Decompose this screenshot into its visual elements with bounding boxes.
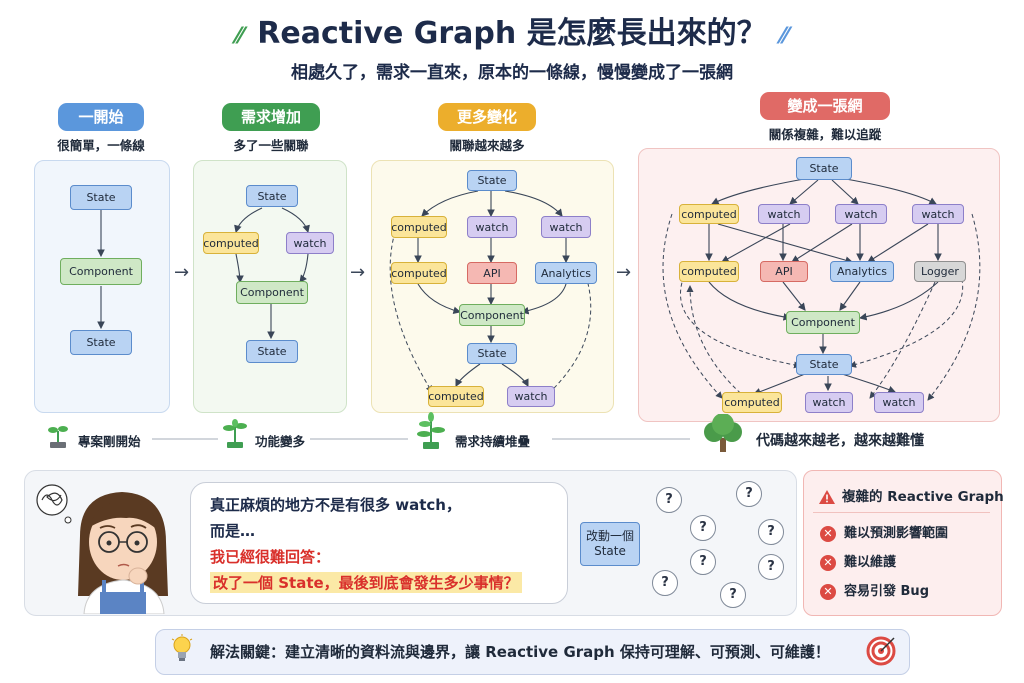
sprout-icon — [223, 419, 247, 448]
question-node: ? — [758, 554, 784, 580]
p4-analytics: Analytics — [830, 261, 894, 282]
p3-computed-1: computed — [391, 216, 447, 238]
question-node: ? — [652, 570, 678, 596]
p4-state-bottom: State — [796, 354, 852, 375]
question-node: ? — [690, 515, 716, 541]
p4-watch-3: watch — [912, 204, 964, 224]
arrow-right-icon: → — [616, 262, 632, 283]
stage-panel-3 — [371, 160, 614, 413]
p4-logger: Logger — [914, 261, 966, 282]
stage-pill-3: 更多變化 — [438, 103, 536, 131]
p3-component: Component — [459, 304, 525, 326]
p4-computed-1: computed — [679, 204, 739, 224]
p2-computed: computed — [203, 232, 259, 254]
timeline-label-4: 代碼越來越老，越來越難懂 — [756, 433, 924, 449]
question-node: ? — [656, 487, 682, 513]
p4-api: API — [760, 261, 808, 282]
stage-sub-3: 關聯越來越多 — [449, 138, 525, 153]
x-circle-icon: ✕ — [820, 525, 836, 542]
warning-icon — [819, 490, 835, 504]
p2-state-bottom: State — [246, 340, 298, 363]
side-panel — [803, 470, 1002, 616]
p3-analytics: Analytics — [535, 262, 597, 284]
arrow-right-icon: → — [174, 262, 190, 283]
p4-state: State — [796, 157, 852, 180]
stage-pill-4: 變成一張網 — [760, 92, 890, 120]
plant-icon — [417, 412, 445, 449]
x-circle-icon: ✕ — [820, 583, 836, 600]
stage-sub-2: 多了一些關聯 — [233, 138, 309, 153]
question-node: ? — [720, 582, 746, 608]
side-title: 複雜的 Reactive Graph — [818, 485, 1004, 505]
dash-right-icon: ⁄⁄ — [780, 24, 789, 49]
timeline-label-3: 需求持續堆疊 — [455, 434, 531, 449]
page-title: ⁄⁄Reactive Graph 是怎麼長出來的？⁄⁄ — [235, 16, 789, 51]
speech-line-3: 我已經很難回答： — [210, 548, 331, 566]
p3-computed-2: computed — [391, 262, 447, 284]
p4-watch-2: watch — [835, 204, 887, 224]
lightbulb-icon — [171, 634, 193, 661]
p4-watch-5: watch — [874, 392, 924, 413]
stage-pill-1: 一開始 — [58, 103, 144, 131]
arrow-right-icon: → — [350, 262, 366, 283]
speech-line-2: 而是… — [210, 522, 256, 540]
sprout-icon — [48, 426, 68, 448]
question-node: ? — [690, 549, 716, 575]
p3-computed-3: computed — [428, 386, 484, 407]
page-subtitle: 相處久了，需求一直來，原本的一條線，慢慢變成了一張網 — [291, 63, 733, 83]
target-icon — [866, 636, 896, 666]
p3-api: API — [467, 262, 517, 284]
side-item-1: ✕難以預測影響範圍 — [820, 522, 948, 542]
change-state-node: 改動一個 State — [580, 522, 640, 566]
p4-computed-3: computed — [722, 392, 782, 413]
side-item-3: ✕容易引發 Bug — [820, 580, 929, 600]
p1-state-top: State — [70, 185, 132, 210]
p1-component: Component — [60, 258, 142, 285]
p3-watch-1: watch — [467, 216, 517, 238]
timeline-label-2: 功能變多 — [255, 434, 306, 449]
p4-watch-4: watch — [805, 392, 853, 413]
p1-state-bottom: State — [70, 330, 132, 355]
dash-left-icon: ⁄⁄ — [235, 24, 244, 49]
stage-sub-4: 關係複雜，難以追蹤 — [768, 127, 882, 142]
p3-state: State — [467, 170, 517, 191]
x-circle-icon: ✕ — [820, 554, 836, 571]
solution-key-bar — [155, 629, 910, 675]
tree-icon — [704, 414, 742, 452]
question-node: ? — [758, 519, 784, 545]
stage-pill-2: 需求增加 — [222, 103, 320, 131]
p3-watch-2: watch — [541, 216, 591, 238]
stage-sub-1: 很簡單，一條線 — [57, 138, 145, 153]
p2-state: State — [246, 185, 298, 207]
confused-developer-illustration — [36, 484, 168, 614]
p4-component: Component — [786, 311, 860, 334]
p4-watch-1: watch — [758, 204, 810, 224]
timeline-label-1: 專案剛開始 — [78, 434, 141, 449]
question-node: ? — [736, 481, 762, 507]
p2-component: Component — [236, 281, 308, 304]
stage-panel-4 — [638, 148, 1000, 422]
side-item-2: ✕難以維護 — [820, 551, 896, 571]
solution-key-text: 解法關鍵：建立清晰的資料流與邊界，讓 Reactive Graph 保持可理解、… — [210, 643, 830, 661]
p3-state-bottom: State — [467, 343, 517, 364]
speech-line-1: 真正麻煩的地方不是有很多 watch， — [210, 496, 461, 514]
p2-watch: watch — [286, 232, 334, 254]
side-divider — [813, 512, 990, 513]
speech-line-4: 改了一個 State，最後到底會發生多少事情？ — [210, 572, 522, 593]
p3-watch-3: watch — [507, 386, 555, 407]
p4-computed-2: computed — [679, 261, 739, 282]
